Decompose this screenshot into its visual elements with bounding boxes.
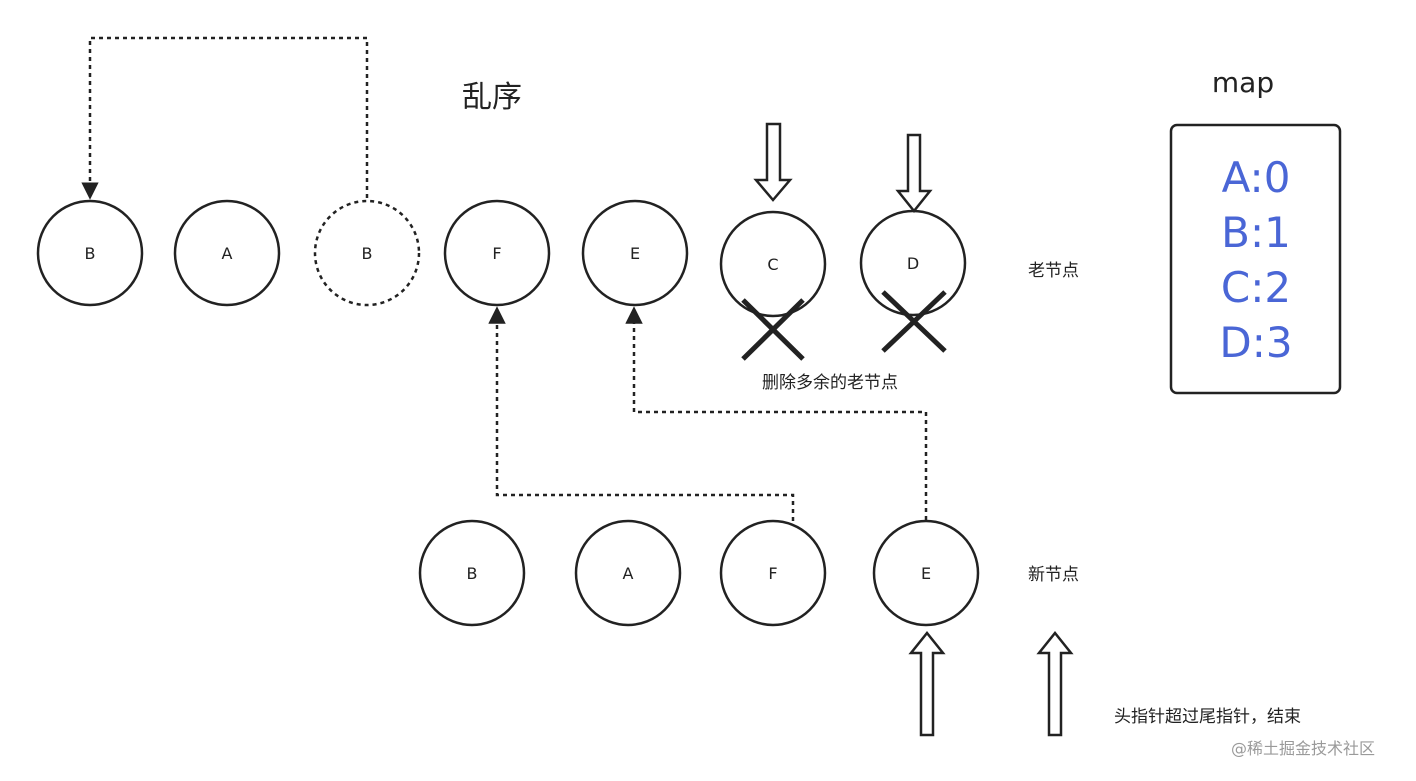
match-e-arrow (625, 306, 928, 520)
node-label: B (467, 564, 478, 583)
new-head-pointer-arrow-icon (908, 630, 946, 737)
node-circle (173, 199, 281, 307)
watermark: @稀土掘金技术社区 (1231, 739, 1375, 758)
map-title: map (1212, 66, 1274, 99)
move-b-arrow (81, 36, 369, 200)
node-label: A (222, 244, 233, 263)
new-node-a: A (574, 519, 682, 627)
node-label: B (362, 244, 373, 263)
node-circle-dashed (313, 199, 421, 307)
old-node-d: D (859, 209, 967, 353)
old-head-pointer-arrow-icon (753, 122, 793, 202)
node-circle (418, 519, 526, 627)
delete-note: 删除多余的老节点 (762, 373, 898, 393)
old-node-e: E (581, 199, 689, 307)
old-node-a: A (173, 199, 281, 307)
map-entry: B:1 (1221, 208, 1291, 257)
old-node-f: F (443, 199, 551, 307)
delete-x-icon (741, 298, 805, 361)
node-label: E (630, 244, 640, 263)
node-label: F (768, 564, 777, 583)
new-node-b: B (418, 519, 526, 627)
node-circle (719, 210, 827, 318)
new-tail-pointer-arrow-icon (1036, 630, 1074, 737)
node-circle (443, 199, 551, 307)
map-entry: A:0 (1222, 153, 1291, 202)
node-label: A (623, 564, 634, 583)
node-circle (719, 519, 827, 627)
old-tail-pointer-arrow-icon (895, 133, 933, 214)
map-entry: C:2 (1221, 263, 1291, 312)
node-label: B (85, 244, 96, 263)
old-node-c: C (719, 210, 827, 361)
old-node-b: B (36, 199, 144, 307)
node-label: C (767, 255, 778, 274)
map-entry: D:3 (1219, 318, 1292, 367)
map-box (1169, 123, 1342, 395)
node-circle (872, 519, 980, 627)
end-note: 头指针超过尾指针，结束 (1114, 707, 1301, 727)
delete-x-icon (881, 290, 947, 353)
new-node-e: E (872, 519, 980, 627)
node-label: D (907, 254, 919, 273)
new-node-f: F (719, 519, 827, 627)
diagram-title: 乱序 (462, 80, 522, 115)
node-circle (574, 519, 682, 627)
old-nodes-label: 老节点 (1028, 261, 1079, 281)
node-label: F (492, 244, 501, 263)
old-node-b-moved: B (313, 199, 421, 307)
new-nodes-label: 新节点 (1028, 565, 1079, 585)
match-f-arrow (488, 306, 795, 521)
node-circle (581, 199, 689, 307)
node-circle (36, 199, 144, 307)
node-label: E (921, 564, 931, 583)
